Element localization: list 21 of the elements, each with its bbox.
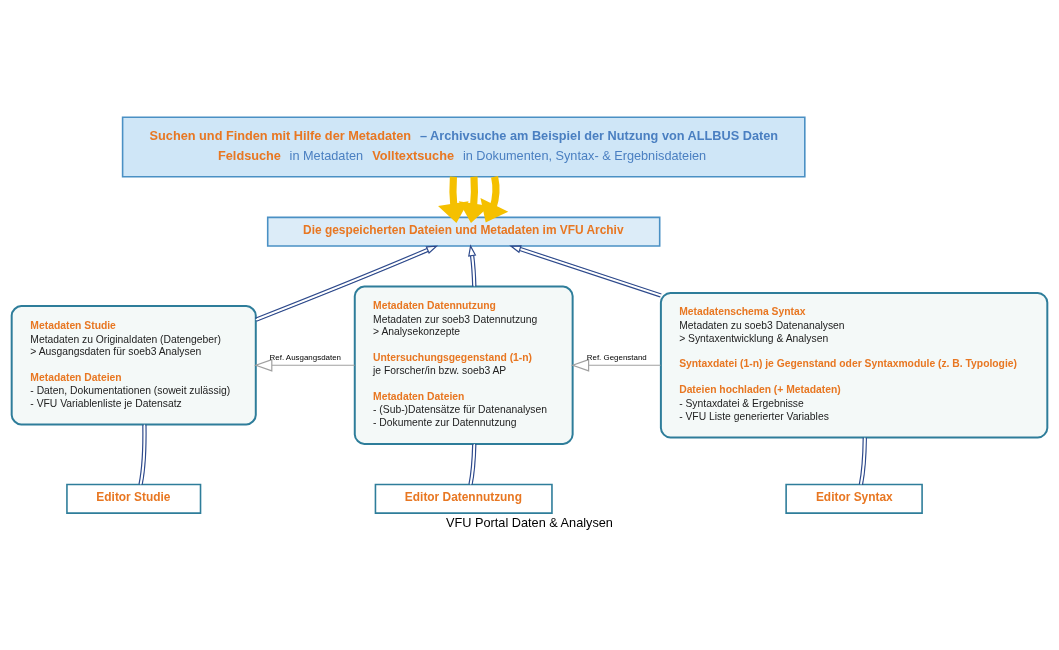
arrow [570, 358, 662, 372]
connector [138, 423, 147, 485]
caption: VFU Portal Daten & Analysen [446, 514, 613, 529]
node-box: Metadaten Datennutzung Metadaten zur soeb3 Datennutzung > Analysekonzepte Untersuchungsgegenstand (1-n) je Forscher/in bzw. soeb3 AP Metadaten Dateien - (Sub-)Datensätze für Datenanalysen - Dokumente zur Datennutzung [353, 285, 574, 445]
arrow [480, 175, 509, 222]
node-box: Editor Syntax [785, 483, 923, 514]
node-box: Suchen und Finden mit Hilfe der Metadaten – Archivsuche am Beispiel der Nutzung von ALLBUS Daten Feldsuche in Metadaten Volltextsuche in Dokumenten, Syntax- & Ergebnisdateien [121, 115, 806, 178]
node-box: Metadaten Studie Metadaten zu Originaldaten (Datengeber) > Ausgangsdaten für soeb3 Analysen Metadaten Dateien - Daten, Dokumentationen (soweit zulässig) - VFU Variablenliste je Datensatz [10, 304, 257, 425]
arrow [438, 176, 469, 223]
connector [468, 442, 477, 485]
node-box: Editor Datennutzung [374, 483, 553, 514]
connector [858, 436, 867, 485]
arrow [509, 244, 662, 298]
edge-label: Ref. Gegenstand [586, 352, 647, 362]
edge-label: Ref. Ausgangsdaten [269, 352, 342, 362]
arrow [254, 358, 356, 372]
node-box: Die gespeicherten Dateien und Metadaten im VFU Archiv [266, 216, 661, 247]
arrow [468, 243, 477, 287]
arrow [254, 244, 439, 322]
node-box: Metadatenschema Syntax Metadaten zu soeb3 Datenanalysen > Syntaxentwicklung & Analysen Syntaxdatei (1-n) je Gegenstand oder Syntaxmodule (z. B. Typologie) Dateien hochladen (+ Metadaten) - Syntaxdatei & Ergebnisse - VFU Liste generierter Variables [659, 291, 1049, 439]
node-box: Editor Studie [66, 483, 202, 514]
